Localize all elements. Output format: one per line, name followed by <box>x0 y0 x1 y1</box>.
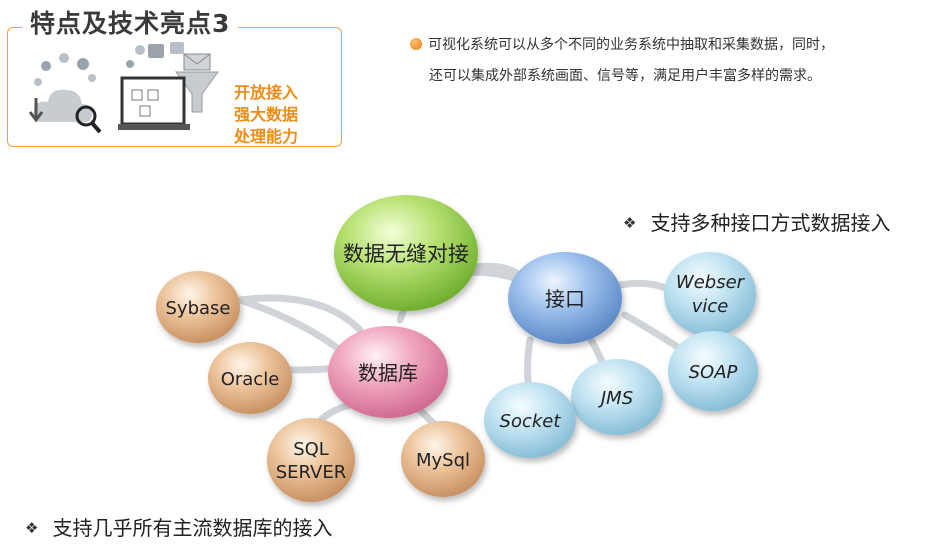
laptop-funnel-icon <box>118 42 219 130</box>
feature-header-box: 开放接入 强大数据 处理能力 <box>7 27 342 147</box>
database-support-text: 支持几乎所有主流数据库的接入 <box>52 516 333 540</box>
description: 可视化系统可以从多个不同的业务系统中抽取和采集数据，同时， 还可以集成外部系统画… <box>410 30 834 92</box>
interface-support-text: 支持多种接口方式数据接入 <box>650 211 891 235</box>
database-hub-label: 数据库 <box>358 361 418 385</box>
database-support-point: ❖ 支持几乎所有主流数据库的接入 <box>25 512 332 541</box>
feature-line: 开放接入 <box>234 83 299 102</box>
oracle-node <box>208 342 292 414</box>
orange-bullet-icon <box>410 38 422 50</box>
webservice-node <box>664 252 756 336</box>
feature-line: 强大数据 <box>234 105 299 124</box>
socket-label: Socket <box>500 411 562 432</box>
webservice-label-line1: Webser <box>676 272 746 293</box>
mysql-node <box>401 421 485 497</box>
sybase-label: Sybase <box>166 298 231 319</box>
jms-label: JMS <box>598 388 633 409</box>
center-label: 数据无缝对接 <box>343 242 469 266</box>
soap-label: SOAP <box>689 362 738 383</box>
interface-hub-node <box>508 252 622 344</box>
soap-node <box>668 331 758 411</box>
feature-highlights: 开放接入 强大数据 处理能力 <box>234 82 298 148</box>
page-title: 特点及技术亮点3 <box>22 4 239 40</box>
center-node <box>334 195 478 311</box>
oracle-label: Oracle <box>221 369 280 390</box>
database-hub-node <box>328 326 448 418</box>
sql-server-label-line2: SERVER <box>276 462 347 483</box>
webservice-label-line2: vice <box>692 296 729 317</box>
diamond-bullet-icon: ❖ <box>623 214 637 232</box>
sybase-node <box>156 271 240 343</box>
socket-node <box>484 382 576 458</box>
interface-hub-label: 接口 <box>545 287 585 311</box>
description-line: 还可以集成外部系统画面、信号等，满足用户丰富多样的需求。 <box>429 68 821 84</box>
interface-support-point: ❖ 支持多种接口方式数据接入 <box>623 207 890 236</box>
sql-server-label-line1: SQL <box>293 439 329 460</box>
diamond-bullet-icon: ❖ <box>25 519 39 537</box>
mysql-label: MySql <box>416 450 470 471</box>
description-line: 可视化系统可以从多个不同的业务系统中抽取和采集数据，同时， <box>428 37 834 53</box>
jms-node <box>571 359 663 435</box>
cloud-search-icon <box>28 53 102 134</box>
feature-line: 处理能力 <box>234 127 299 146</box>
sql-server-node <box>267 418 355 502</box>
